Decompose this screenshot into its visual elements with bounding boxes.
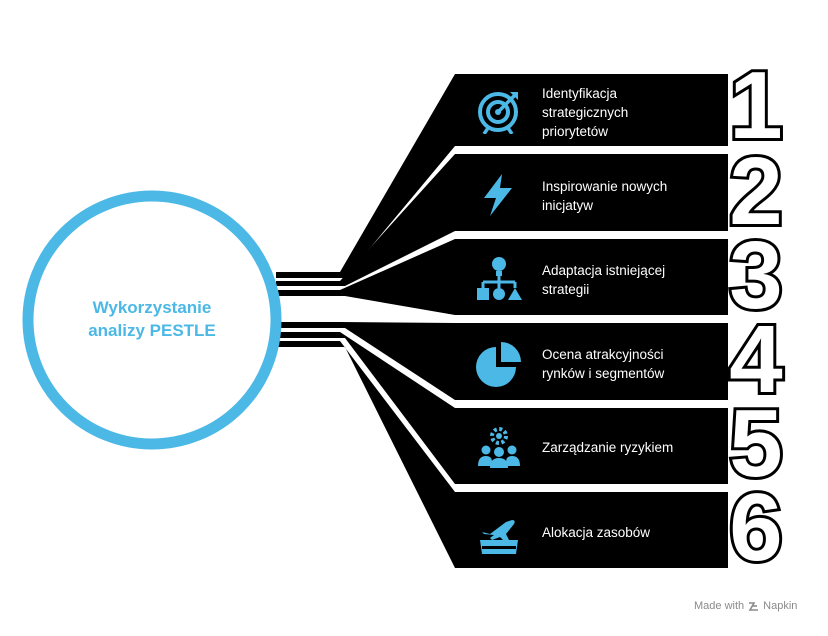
lightning-icon (484, 174, 512, 216)
item-label-6: Alokacja zasobów (542, 525, 651, 540)
center-title: Wykorzystanie analizy PESTLE (52, 296, 252, 342)
team-gear-icon (478, 427, 520, 468)
target-icon (478, 92, 518, 134)
band-2 (276, 154, 728, 286)
hierarchy-icon (477, 257, 522, 300)
band-3 (276, 239, 728, 315)
item-label-5: Zarządzanie ryzykiem (542, 440, 674, 455)
item-label-1: Identyfikacja strategicznych priorytetów (542, 86, 629, 139)
center-title-line2: analizy PESTLE (88, 321, 216, 340)
item-label-2: Inspirowanie nowych inicjatyw (542, 179, 668, 213)
band-1 (276, 74, 728, 278)
band-5 (276, 332, 728, 484)
item-label-4: Ocena atrakcyjności rynków i segmentów (542, 347, 665, 381)
pie-chart-icon (476, 342, 521, 387)
center-title-line1: Wykorzystanie (92, 298, 212, 317)
center-ring (22, 190, 282, 450)
footer-text: Made with (694, 600, 745, 612)
airplane-tray-icon (480, 520, 518, 554)
band-6 (276, 341, 728, 568)
item-label-3: Adaptacja istniejącej strategii (542, 263, 666, 297)
bands-group (276, 74, 728, 568)
napkin-logo-icon (748, 601, 759, 611)
footer-brand: Napkin (763, 600, 798, 612)
footer-credit: Made with Napkin (694, 600, 797, 612)
